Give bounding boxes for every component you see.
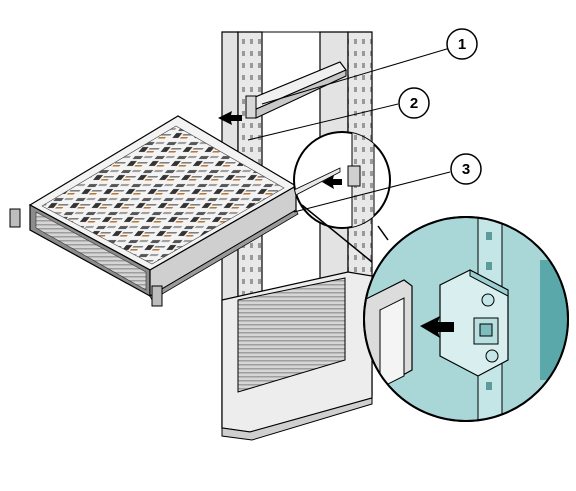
- arrow-icon: [322, 175, 342, 189]
- callout-3: 3: [450, 153, 482, 185]
- callout-3-number: 3: [462, 161, 470, 178]
- server: [9, 115, 299, 307]
- callout-2-number: 2: [410, 95, 418, 112]
- callout-2: 2: [398, 87, 430, 119]
- rail-bracket-icon: [245, 95, 257, 119]
- arrow-icon: [420, 316, 454, 338]
- magnifier-circle-icon: [293, 131, 391, 229]
- detail-magnifier: [363, 216, 569, 422]
- arrow-icon: [218, 111, 242, 125]
- slide-rail: [245, 61, 347, 119]
- callout-1-number: 1: [458, 36, 466, 53]
- callout-1: 1: [446, 28, 478, 60]
